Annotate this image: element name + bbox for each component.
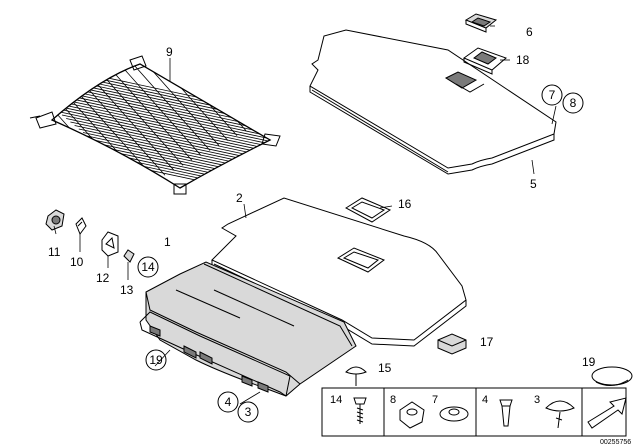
part-6-cap [464, 13, 498, 33]
net-strand [57, 111, 270, 172]
legend-part-4-rivet [499, 399, 513, 427]
net-strand [120, 163, 270, 188]
callout-19-circle [145, 349, 167, 371]
legend-part-3-clip [545, 400, 575, 429]
legend-label-4: 4 [482, 394, 488, 406]
callout-15: 15 [378, 361, 392, 375]
callout-13: 13 [120, 283, 134, 297]
net-strand [129, 64, 211, 151]
callout-8-circle [562, 92, 584, 114]
callout-2: 2 [236, 191, 243, 205]
net-strand [0, 150, 48, 240]
part-12-bracket [101, 231, 119, 257]
floor-handle [336, 247, 386, 273]
part-13-clip [123, 249, 135, 263]
net-strand [52, 129, 85, 188]
legend-part-14-screw [353, 397, 367, 424]
callout-17: 17 [480, 335, 494, 349]
net-strand [57, 99, 139, 188]
callout-18: 18 [516, 53, 530, 67]
legend-part-8-nut [399, 401, 425, 429]
net-strand [53, 107, 270, 169]
diagram-arrow-icon [587, 397, 627, 429]
callout-5: 5 [530, 177, 537, 191]
callout-12: 12 [96, 271, 110, 285]
callout-14: 14 [141, 260, 155, 274]
part-16-cover [345, 197, 392, 223]
callout-7: 7 [549, 88, 556, 102]
circled-callouts: 7 8 14 19 4 3 [137, 84, 584, 423]
part-17-cover [437, 333, 467, 355]
legend-label-14: 14 [330, 394, 342, 406]
parcel-shelf [309, 29, 557, 175]
net-strand [52, 109, 121, 188]
legend-label-8: 8 [390, 394, 396, 406]
net-strand [61, 114, 270, 176]
net-strand [52, 97, 270, 158]
callout-3-circle [237, 401, 259, 423]
callout-6: 6 [526, 25, 533, 39]
callout-7-circle [541, 84, 563, 106]
legend-part-7-washer [439, 406, 469, 422]
callout-1: 1 [164, 235, 171, 249]
callout-19-right: 19 [582, 355, 596, 369]
callout-9: 9 [166, 45, 173, 59]
net-strand [116, 160, 270, 188]
net-strand [103, 149, 270, 188]
net-strand [52, 90, 270, 151]
net-strand [52, 100, 270, 162]
net-strand [174, 64, 256, 127]
net-strand [108, 153, 270, 188]
net-strand [82, 132, 270, 188]
callout-14-circle [137, 256, 159, 278]
diagram-reference-number: 00255756 [600, 439, 631, 446]
callout-19: 19 [149, 353, 163, 367]
callout-8: 8 [570, 96, 577, 110]
net-strand [52, 134, 76, 188]
net-strand [66, 118, 270, 179]
net-strand [70, 121, 270, 183]
fastener-legend: 14 8 7 4 3 [321, 387, 627, 437]
callout-16: 16 [398, 197, 412, 211]
net-strand [52, 119, 103, 188]
legend-frame [321, 387, 627, 437]
net-strand [52, 93, 270, 155]
callout-10: 10 [70, 255, 84, 269]
legend-label-3: 3 [534, 394, 540, 406]
net-strand [52, 104, 270, 165]
leader-lines [53, 25, 557, 405]
callout-11: 11 [48, 245, 61, 259]
part-15-pin [345, 366, 367, 386]
net-strand [52, 124, 94, 188]
trunk-trim-panel [139, 261, 357, 397]
net-strand [52, 64, 267, 113]
part-18-holder [462, 47, 507, 75]
part-19-cap [591, 366, 633, 386]
net-strand [78, 128, 270, 188]
callout-4: 4 [225, 395, 232, 409]
callout-labels: 9 6 18 5 2 16 1 11 10 12 13 17 15 19 [48, 25, 596, 375]
net-strand [74, 125, 270, 186]
callout-4-circle [217, 391, 239, 413]
legend-label-7: 7 [432, 394, 438, 406]
callout-3: 3 [245, 405, 252, 419]
part-10-clip [75, 217, 87, 236]
part-11-clip [45, 209, 65, 231]
net-strand [52, 64, 270, 116]
